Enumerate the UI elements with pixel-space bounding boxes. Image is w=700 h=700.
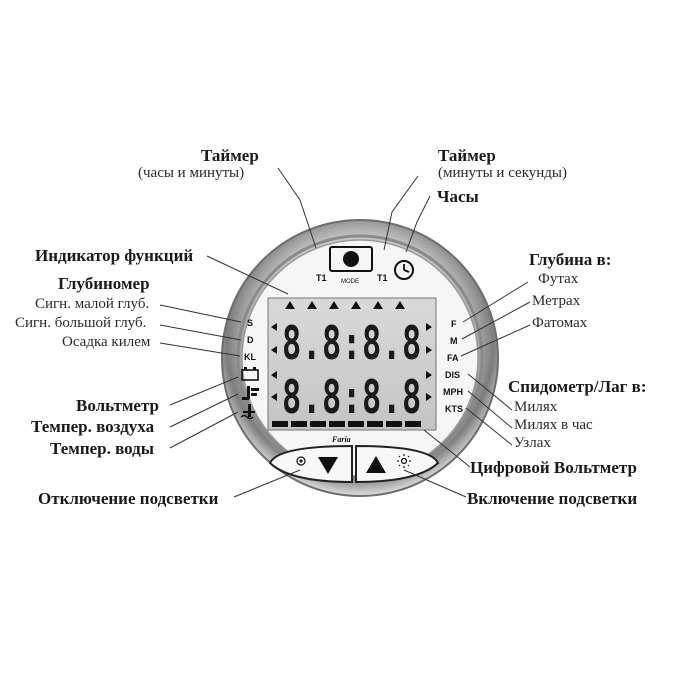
callout-digital-voltmeter — [423, 429, 471, 468]
indicator-m: M — [450, 336, 458, 346]
label-miles: Милях — [514, 399, 558, 415]
mode-label: MODE — [341, 279, 359, 285]
label-timer-minutes-seconds: Таймер — [438, 146, 496, 165]
callout-miles — [467, 373, 513, 411]
label-speed-log: Спидометр/Лаг в: — [508, 377, 647, 396]
indicator-kts: KTS — [445, 404, 463, 414]
down-arrow-icon — [318, 457, 338, 474]
label-voltmeter: Вольтметр — [76, 396, 159, 415]
voltmeter-bar — [272, 421, 421, 427]
backlight-off-button[interactable] — [268, 444, 353, 484]
label-water-temp: Темпер. воды — [50, 439, 155, 458]
label-backlight-on: Включение подсветки — [467, 489, 638, 508]
label-meters: Метрах — [532, 293, 581, 309]
lcd-screen — [267, 297, 437, 431]
callout-keel-offset — [159, 342, 241, 357]
lcd-left-arrows — [271, 323, 277, 401]
indicator-kl: KL — [244, 352, 256, 362]
indicator-mph: MPH — [443, 387, 463, 397]
label-clock: Часы — [437, 187, 479, 206]
label-timer-minutes-seconds-sub: (минуты и секунды) — [438, 165, 568, 181]
callout-backlight-off — [233, 469, 301, 498]
label-deep-alarm: Сигн. большой глуб. — [15, 315, 147, 331]
label-timer-hours-minutes-sub: (часы и минуты) — [138, 165, 245, 181]
callout-lines — [159, 167, 531, 498]
callout-shallow-alarm — [159, 304, 242, 323]
label-fathoms: Фатомах — [532, 315, 588, 331]
callout-voltmeter — [169, 376, 239, 406]
lcd-digits-bottom: 8.8:8.8 — [282, 370, 422, 424]
label-feet: Футах — [538, 271, 579, 287]
brand-logo: Faria — [331, 435, 351, 444]
callout-timer-hm — [277, 167, 317, 249]
t1-right-label: T1 — [377, 273, 388, 283]
callout-knots — [465, 407, 513, 446]
backlight-on-button[interactable] — [355, 444, 440, 484]
label-backlight-off: Отключение подсветки — [38, 489, 219, 508]
function-arrows — [285, 301, 405, 309]
indicator-dis: DIS — [445, 370, 460, 380]
callout-meters — [461, 301, 531, 340]
label-function-indicator: Индикатор функций — [35, 246, 194, 265]
indicator-fa: FA — [447, 353, 459, 363]
indicator-d: D — [247, 335, 254, 345]
battery-icon — [241, 367, 259, 381]
water-temperature-icon — [240, 404, 255, 420]
callout-water-temp — [169, 411, 239, 449]
backlight-on-icon — [397, 454, 411, 468]
indicator-s: S — [247, 318, 253, 328]
label-air-temp: Темпер. воздуха — [31, 417, 155, 436]
backlight-off-icon — [296, 456, 306, 466]
clock-icon — [394, 260, 414, 280]
air-temperature-icon — [242, 386, 259, 400]
mode-icon-dot — [343, 251, 359, 267]
label-depth-gauge: Глубиномер — [58, 274, 150, 293]
label-knots: Узлах — [514, 435, 551, 451]
callout-fathoms — [460, 324, 531, 357]
t1-left-label: T1 — [316, 273, 327, 283]
lcd-digits-top: 8.8:8.8 — [282, 316, 422, 370]
label-digital-voltmeter: Цифровой Вольтметр — [470, 458, 637, 477]
label-miles-per-hour: Милях в час — [514, 417, 593, 433]
label-keel-offset: Осадка килем — [62, 334, 151, 350]
callout-miles-per-hour — [467, 390, 513, 429]
callout-backlight-on — [403, 469, 467, 498]
callout-clock — [405, 195, 431, 253]
callout-feet — [462, 281, 529, 323]
callout-function-indicator — [206, 255, 289, 295]
label-depth-in: Глубина в: — [529, 250, 612, 269]
label-shallow-alarm: Сигн. малой глуб. — [35, 296, 150, 312]
label-timer-hours-minutes: Таймер — [201, 146, 259, 165]
lcd-right-arrows — [426, 323, 432, 401]
callout-timer-ms — [383, 175, 419, 251]
callout-air-temp — [169, 393, 239, 428]
indicator-f: F — [451, 319, 457, 329]
callout-deep-alarm — [159, 324, 242, 341]
up-arrow-icon — [366, 456, 386, 473]
mode-icon-box — [329, 246, 373, 272]
